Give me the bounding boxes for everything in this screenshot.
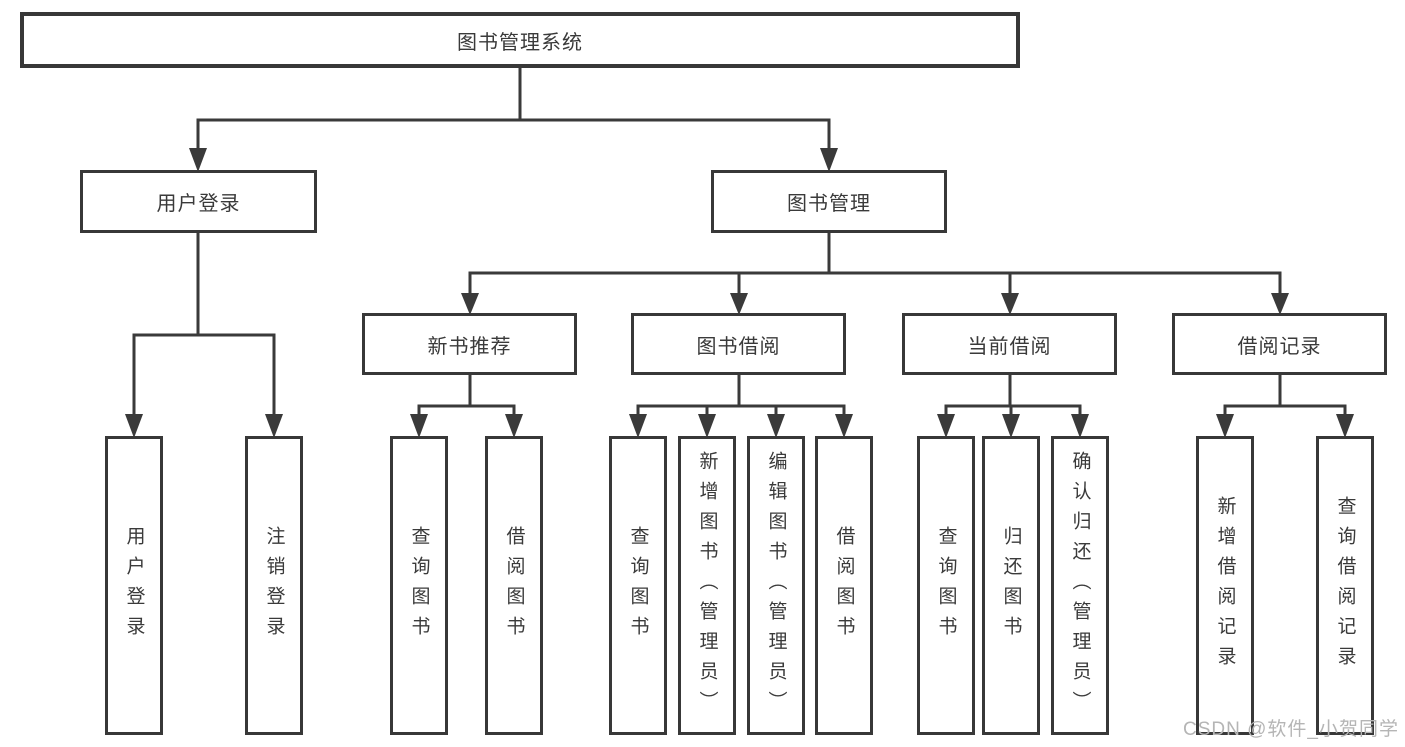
- node-current-borrow: 当前借阅: [902, 313, 1117, 375]
- connector-borrow-record-to-leaves: [1216, 373, 1354, 438]
- leaf-br-add-record-label: 新增借阅记录: [1214, 495, 1236, 676]
- node-book-mgmt: 图书管理: [711, 170, 947, 233]
- leaf-bb-edit-book-admin: 编辑图书（管理员）: [747, 436, 805, 735]
- leaf-bb-edit-book-admin-label: 编辑图书（管理员）: [765, 450, 787, 721]
- node-new-book-recommend: 新书推荐: [362, 313, 577, 375]
- leaf-nbr-borrow-book-label: 借阅图书: [503, 525, 525, 646]
- node-borrow-record: 借阅记录: [1172, 313, 1387, 375]
- leaf-nbr-query-book-label: 查询图书: [408, 525, 430, 646]
- node-user-login: 用户登录: [80, 170, 317, 233]
- leaf-bb-add-book-admin-label: 新增图书（管理员）: [696, 450, 718, 721]
- leaf-bb-query-book-label: 查询图书: [627, 525, 649, 646]
- leaf-cb-confirm-return-admin: 确认归还（管理员）: [1051, 436, 1109, 735]
- connector-root-to-level2: [189, 66, 838, 172]
- leaf-user-login-label: 用户登录: [123, 525, 145, 646]
- leaf-cb-return-book-label: 归还图书: [1000, 525, 1022, 646]
- leaf-nbr-borrow-book: 借阅图书: [485, 436, 543, 735]
- leaf-bb-query-book: 查询图书: [609, 436, 667, 735]
- leaf-cb-return-book: 归还图书: [982, 436, 1040, 735]
- leaf-cb-query-book-label: 查询图书: [935, 525, 957, 646]
- leaf-cb-confirm-return-admin-label: 确认归还（管理员）: [1069, 450, 1091, 721]
- csdn-watermark: CSDN @软件_小贺同学: [1183, 719, 1399, 740]
- leaf-bb-borrow-book-label: 借阅图书: [833, 525, 855, 646]
- leaf-br-query-record: 查询借阅记录: [1316, 436, 1374, 735]
- leaf-logout-label: 注销登录: [263, 525, 285, 646]
- leaf-cb-query-book: 查询图书: [917, 436, 975, 735]
- connector-book-borrow-to-leaves: [629, 373, 853, 438]
- connector-new-book-recommend-to-leaves: [410, 373, 523, 438]
- leaf-logout: 注销登录: [245, 436, 303, 735]
- node-root: 图书管理系统: [20, 12, 1020, 68]
- connector-book-mgmt-to-level3: [461, 231, 1289, 315]
- leaf-br-add-record: 新增借阅记录: [1196, 436, 1254, 735]
- leaf-bb-borrow-book: 借阅图书: [815, 436, 873, 735]
- connector-current-borrow-to-leaves: [937, 373, 1089, 438]
- connector-user-login-to-leaves: [125, 231, 283, 438]
- node-book-borrow: 图书借阅: [631, 313, 846, 375]
- leaf-br-query-record-label: 查询借阅记录: [1334, 495, 1356, 676]
- leaf-user-login: 用户登录: [105, 436, 163, 735]
- leaf-bb-add-book-admin: 新增图书（管理员）: [678, 436, 736, 735]
- leaf-nbr-query-book: 查询图书: [390, 436, 448, 735]
